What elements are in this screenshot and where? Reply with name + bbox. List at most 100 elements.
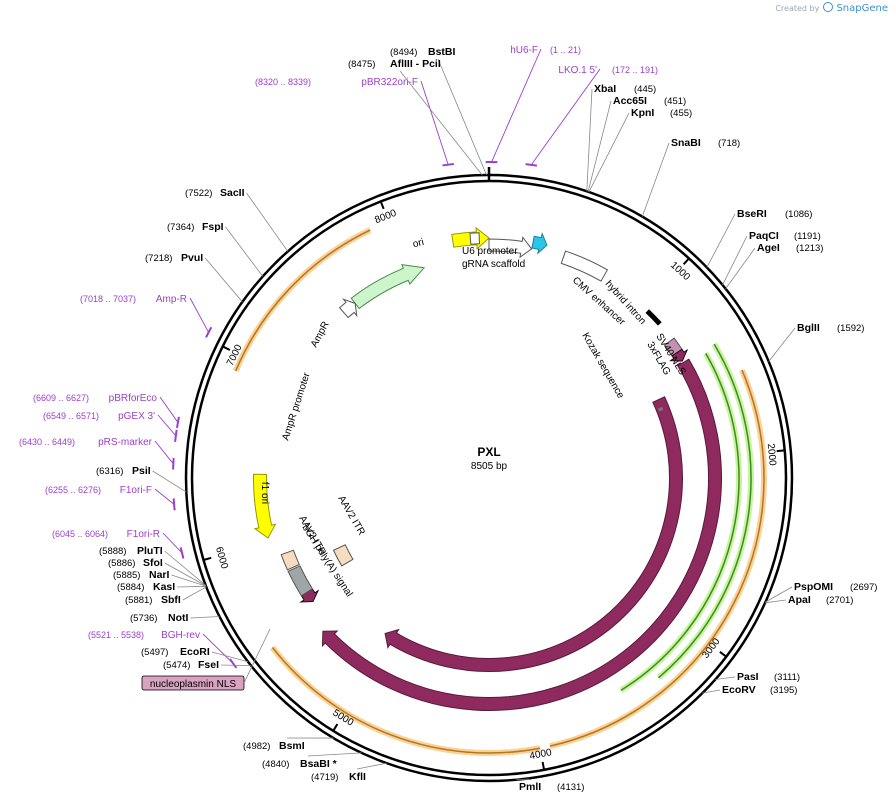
ring-tick-label-2000: 2000: [765, 443, 778, 467]
site-name-pvui: PvuI: [181, 252, 203, 264]
snapgene-credit: Created by SnapGene: [775, 2, 888, 14]
site-pos-kfli: (4719): [311, 772, 338, 783]
ring-tick-1000: [682, 257, 690, 266]
site-leader-noti: [190, 616, 220, 619]
site-pos-pspomi: (2697): [850, 582, 877, 593]
primer-mark-bgh-rev: [229, 658, 238, 669]
site-leader-fsei: [221, 664, 252, 667]
site-leader-pvui: [204, 257, 243, 303]
f1-ori-label: f1 ori: [259, 482, 270, 504]
site-pos-noti: (5736): [130, 613, 157, 624]
sv40-nls-arrow: [669, 348, 689, 362]
brand-name: SnapGene: [836, 3, 888, 14]
primer-leader-pbrforeco: [159, 396, 179, 423]
site-leader-psii: [152, 470, 187, 493]
primer-leader-lko-1-5-: [530, 68, 601, 166]
site-pos-paqci: (1191): [794, 231, 821, 242]
bgh-start-arrow: [299, 588, 320, 603]
ring-tick-4000: [541, 761, 546, 771]
site-leader-pluti: [164, 550, 206, 586]
site-name-pmli: PmlI: [519, 781, 541, 793]
primer-leader-bgh-rev: [202, 633, 234, 664]
primer-marks: hU6-F(1 .. 21)LKO.1 5'(172 .. 191)pBR322…: [19, 45, 658, 669]
orf-arc-outer: [658, 343, 752, 679]
site-name-apai: ApaI: [788, 594, 811, 606]
cds-arc-bottom: [271, 647, 541, 754]
credit-text: Created by: [775, 4, 820, 13]
feature-arrows: [253, 226, 722, 711]
site-name-sbfi: SbfI: [161, 594, 181, 606]
orf-arc-inner: [620, 353, 740, 691]
primer-name-pbr322ori-f: pBR322ori-F: [361, 77, 418, 88]
site-leader-pasi: [715, 676, 736, 680]
ampr-arrow: [350, 264, 426, 310]
site-name-paqci: PaqCI: [749, 230, 779, 242]
ampr-promoter-arrow: [338, 298, 358, 319]
site-name-acc65i: Acc65I: [613, 95, 647, 107]
aav2-itr-b-box: [332, 544, 354, 567]
bgh-polya-box: [287, 565, 314, 597]
site-leader-apai: [765, 599, 787, 604]
site-leader-agei: [725, 247, 756, 289]
site-pos-pasi: (3111): [774, 672, 800, 683]
primer-mark-f1ori-f: [172, 498, 176, 511]
primer-name-f1ori-f: F1ori-F: [120, 485, 152, 496]
primer-name-amp-r: Amp-R: [156, 294, 187, 305]
ring-tick-label-3000: 3000: [700, 636, 722, 661]
site-pos-bstbi: (8494): [390, 47, 417, 58]
nucleoplasmin-nls-label: nucleoplasmin NLS: [150, 679, 236, 690]
primer-leader-f1ori-r: [162, 532, 183, 554]
site-name-afliii-pcii: AflIII - PciI: [390, 58, 441, 70]
cmv-enhancer-box: [560, 250, 609, 282]
site-leader-xbai: [586, 88, 593, 192]
primer-name-lko-1-5-: LKO.1 5': [558, 65, 597, 76]
site-leader-ecorv: [702, 689, 721, 694]
snapgene-logo-icon: [822, 2, 833, 12]
ring-tick-7000: [222, 345, 231, 351]
primer-range-bgh-rev: (5521 .. 5538): [88, 630, 144, 640]
site-name-ecorv: EcoRV: [722, 684, 756, 696]
site-pos-kasi: (5884): [117, 582, 144, 593]
site-leader-snabi: [641, 142, 670, 217]
site-name-agei: AgeI: [757, 242, 780, 254]
site-leader-bseri: [706, 213, 736, 268]
ampr-promoter-label: AmpR promoter: [280, 371, 312, 442]
cds-arc-left: [235, 229, 371, 372]
nucleoplasmin-nls-leader: [243, 628, 271, 684]
primer-name-pgex-3-: pGEX 3': [118, 411, 155, 422]
primer-name-hu6-f: hU6-F: [510, 45, 538, 56]
cds-arc-right: [549, 369, 765, 747]
site-pos-xbai: (445): [634, 84, 656, 95]
grna-scaffold-label: gRNA scaffold: [462, 259, 525, 270]
primer-range-pgex-3-: (6549 .. 6571): [43, 411, 99, 421]
site-name-pasi: PasI: [737, 671, 759, 683]
primer-mark-f1ori-r: [179, 547, 185, 559]
aav2-itr-a-box: [280, 549, 300, 571]
cds-arc-left-halo: [232, 227, 372, 373]
ori-label: ori: [412, 237, 425, 250]
site-pos-apai: (2701): [826, 595, 853, 606]
u6-promoter-arrow: [488, 236, 533, 259]
kozak-sequence-label: Kozak sequence: [579, 331, 626, 401]
hybrid-intron-bar: [645, 309, 662, 326]
ring-tick-label-8000: 8000: [373, 208, 398, 227]
site-pos-psii: (6316): [96, 466, 123, 477]
site-name-fspi: FspI: [202, 221, 224, 233]
primer-leader-amp-r: [189, 297, 209, 333]
site-pos-pmli: (4131): [557, 782, 584, 793]
site-leader-acc65i: [587, 100, 612, 192]
site-name-nari: NarI: [149, 569, 170, 581]
site-name-bstbi: BstBI: [428, 46, 456, 58]
grna-scaffold-arrow: [531, 232, 548, 255]
site-pos-snabi: (718): [718, 138, 740, 149]
primer-leader-pgex-3-: [157, 414, 177, 437]
primer-range-amp-r: (7018 .. 7037): [80, 294, 136, 304]
site-leader-kfli: [356, 762, 387, 770]
site-pos-bglii: (1592): [837, 323, 864, 334]
ring-tick-8000: [379, 201, 385, 210]
small-box: [469, 232, 480, 245]
site-name-kasi: KasI: [153, 581, 175, 593]
site-leader-bglii: [768, 327, 796, 362]
ring-tick-label-5000: 5000: [331, 708, 356, 729]
